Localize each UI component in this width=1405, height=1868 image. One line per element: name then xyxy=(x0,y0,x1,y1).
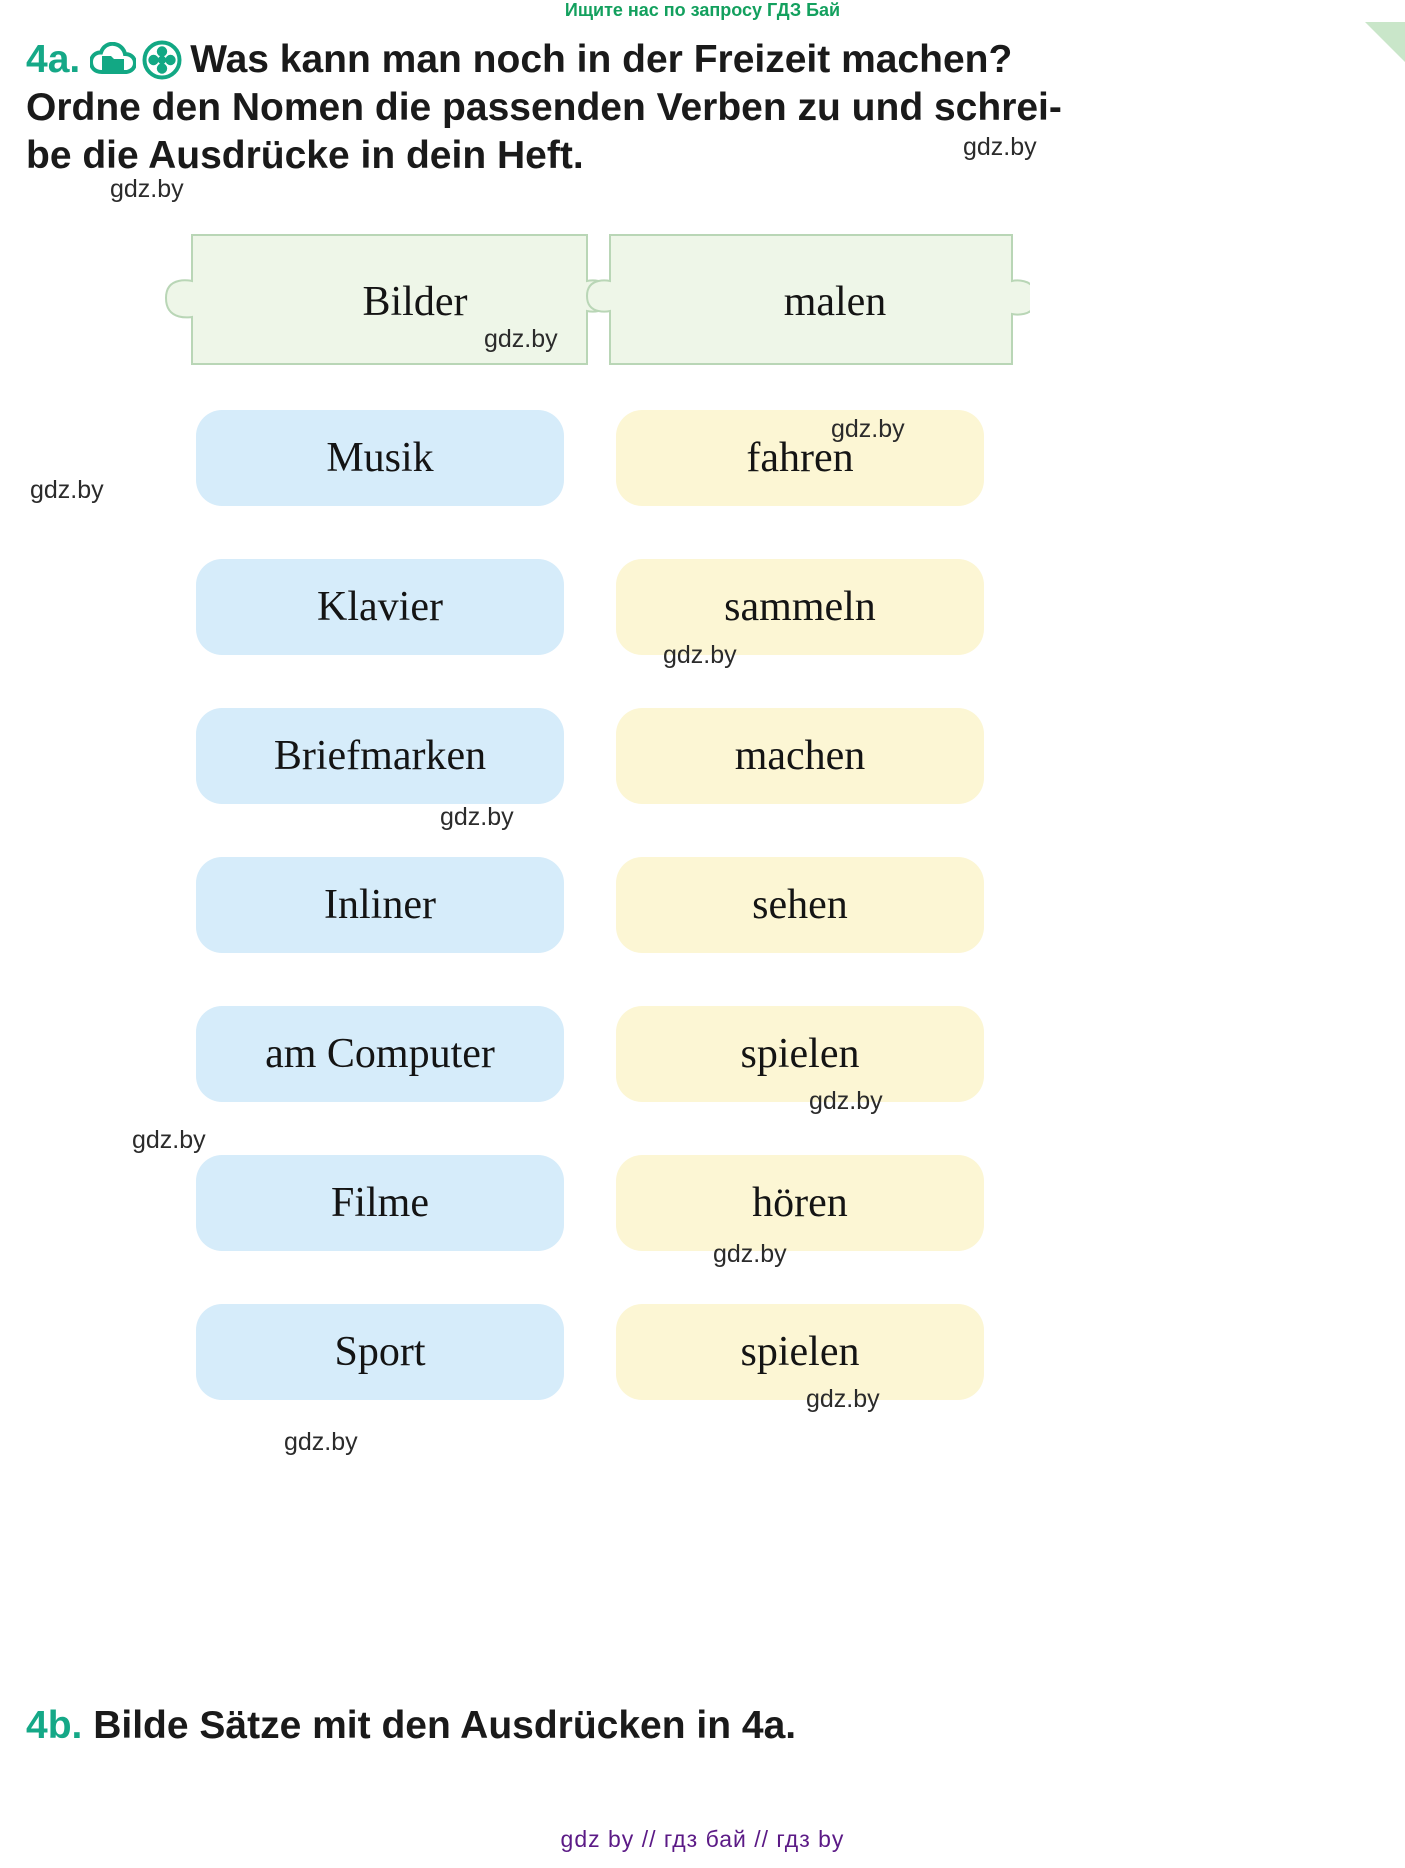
verb-chip[interactable]: spielen xyxy=(616,1304,984,1400)
pair-row: Briefmarken machen xyxy=(0,708,1405,857)
corner-triangle-decoration xyxy=(1365,22,1405,62)
watermark-text: gdz.by xyxy=(484,325,558,353)
watermark-text: gdz.by xyxy=(806,1385,880,1413)
noun-chip[interactable]: Musik xyxy=(196,410,564,506)
watermark-text: gdz.by xyxy=(831,415,905,443)
noun-chip[interactable]: Klavier xyxy=(196,559,564,655)
watermark-text: gdz.by xyxy=(963,133,1037,161)
watermark-text: gdz.by xyxy=(663,641,737,669)
watermark-text: gdz.by xyxy=(110,175,184,203)
noun-chip[interactable]: am Computer xyxy=(196,1006,564,1102)
verb-chip[interactable]: sehen xyxy=(616,857,984,953)
noun-chip[interactable]: Inliner xyxy=(196,857,564,953)
watermark-text: gdz.by xyxy=(809,1087,883,1115)
puzzle-example-row: Bilder malen xyxy=(140,218,1038,373)
noun-chip[interactable]: Sport xyxy=(196,1304,564,1400)
puzzle-piece-right[interactable] xyxy=(585,234,1038,365)
watermark-text: gdz.by xyxy=(284,1428,358,1456)
puzzle-pieces-svg xyxy=(164,234,1038,365)
footer-watermark: gdz by // гдз бай // гдз by xyxy=(560,1826,845,1852)
task-4a-question: Was kann man noch in der Freizeit machen… xyxy=(190,38,1013,81)
noun-chip[interactable]: Filme xyxy=(196,1155,564,1251)
verb-chip[interactable]: sammeln xyxy=(616,559,984,655)
pair-row: Musik fahren xyxy=(0,410,1405,559)
task-4a-block: 4a. Was kann man noch in der Freizeit ma… xyxy=(26,36,1386,180)
puzzle-label-bilder: Bilder xyxy=(362,279,468,325)
pair-row: Inliner sehen xyxy=(0,857,1405,1006)
watermark-text: gdz.by xyxy=(713,1240,787,1268)
task-4a-line-3: be die Ausdrücke in dein Heft. xyxy=(26,134,584,177)
noun-chip[interactable]: Briefmarken xyxy=(196,708,564,804)
watermark-text: gdz.by xyxy=(440,803,514,831)
watermark-text: gdz.by xyxy=(132,1126,206,1154)
flower-circle-icon xyxy=(142,40,182,80)
watermark-text: gdz.by xyxy=(30,476,104,504)
verb-chip[interactable]: hören xyxy=(616,1155,984,1251)
pair-row: am Computer spielen xyxy=(0,1006,1405,1155)
site-banner: Ищите нас по запросу ГДЗ Бай xyxy=(564,0,841,20)
verb-chip[interactable]: fahren xyxy=(616,410,984,506)
task-4a-number: 4a. xyxy=(26,38,81,81)
verb-chip[interactable]: machen xyxy=(616,708,984,804)
task-4b-number: 4b. xyxy=(26,1704,83,1747)
task-4a-line-2: Ordne den Nomen die passenden Verben zu … xyxy=(26,86,1062,129)
word-pair-list: Musik fahren Klavier sammeln Briefmarken… xyxy=(0,410,1405,1453)
puzzle-label-malen: malen xyxy=(783,279,887,325)
verb-chip[interactable]: spielen xyxy=(616,1006,984,1102)
pair-row: Klavier sammeln xyxy=(0,559,1405,708)
pair-row: Filme hören xyxy=(0,1155,1405,1304)
task-4b-block: 4b. Bilde Sätze mit den Ausdrücken in 4a… xyxy=(26,1702,796,1750)
task-4a-line-1: 4a. Was kann man noch in der Freizeit ma… xyxy=(26,36,1386,84)
cloud-folder-icon xyxy=(89,41,138,78)
pair-row: Sport spielen xyxy=(0,1304,1405,1453)
task-4b-text: Bilde Sätze mit den Ausdrücken in 4a. xyxy=(93,1704,797,1747)
